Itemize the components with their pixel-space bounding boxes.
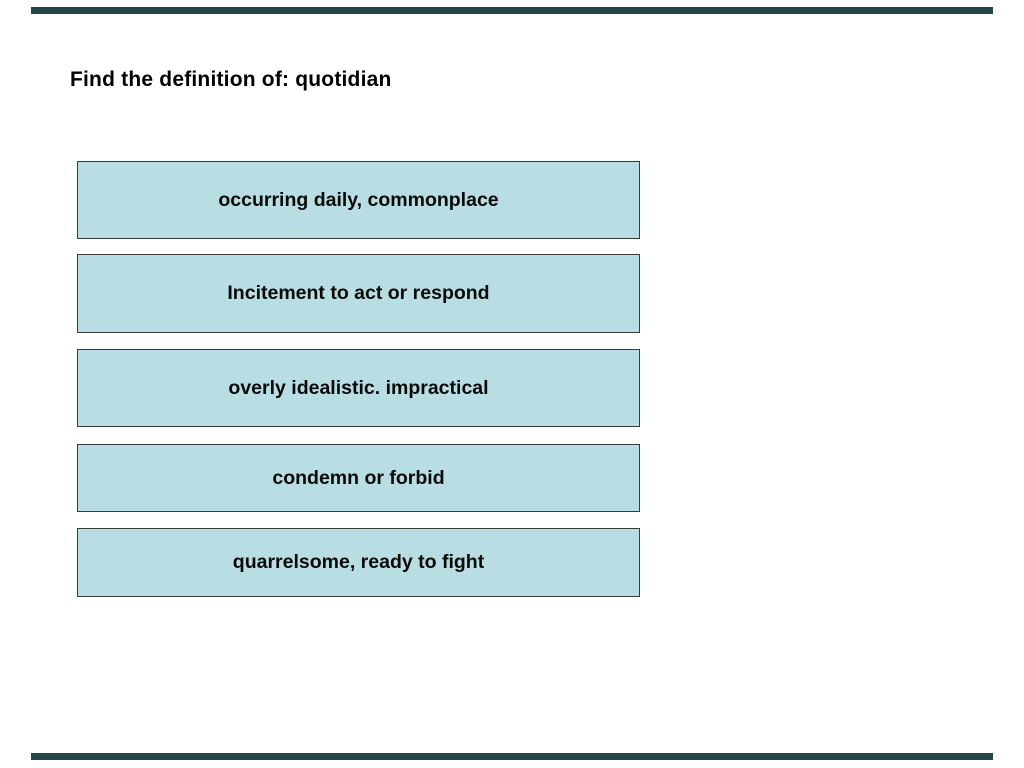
option-box-1[interactable]: occurring daily, commonplace (77, 161, 640, 239)
option-label-3: overly idealistic. impractical (228, 376, 489, 399)
bottom-accent-bar (31, 753, 993, 760)
option-box-2[interactable]: Incitement to act or respond (77, 254, 640, 333)
option-label-5: quarrelsome, ready to fight (232, 551, 485, 573)
option-label-2: Incitement to act or respond (227, 282, 490, 304)
slide-title: Find the definition of: quotidian (70, 68, 392, 91)
option-label-1: occurring daily, commonplace (218, 188, 499, 211)
option-box-5[interactable]: quarrelsome, ready to fight (77, 528, 640, 597)
option-box-4[interactable]: condemn or forbid (77, 444, 640, 512)
option-box-3[interactable]: overly idealistic. impractical (77, 349, 640, 427)
option-label-4: condemn or forbid (272, 466, 445, 489)
top-accent-bar (31, 7, 993, 14)
